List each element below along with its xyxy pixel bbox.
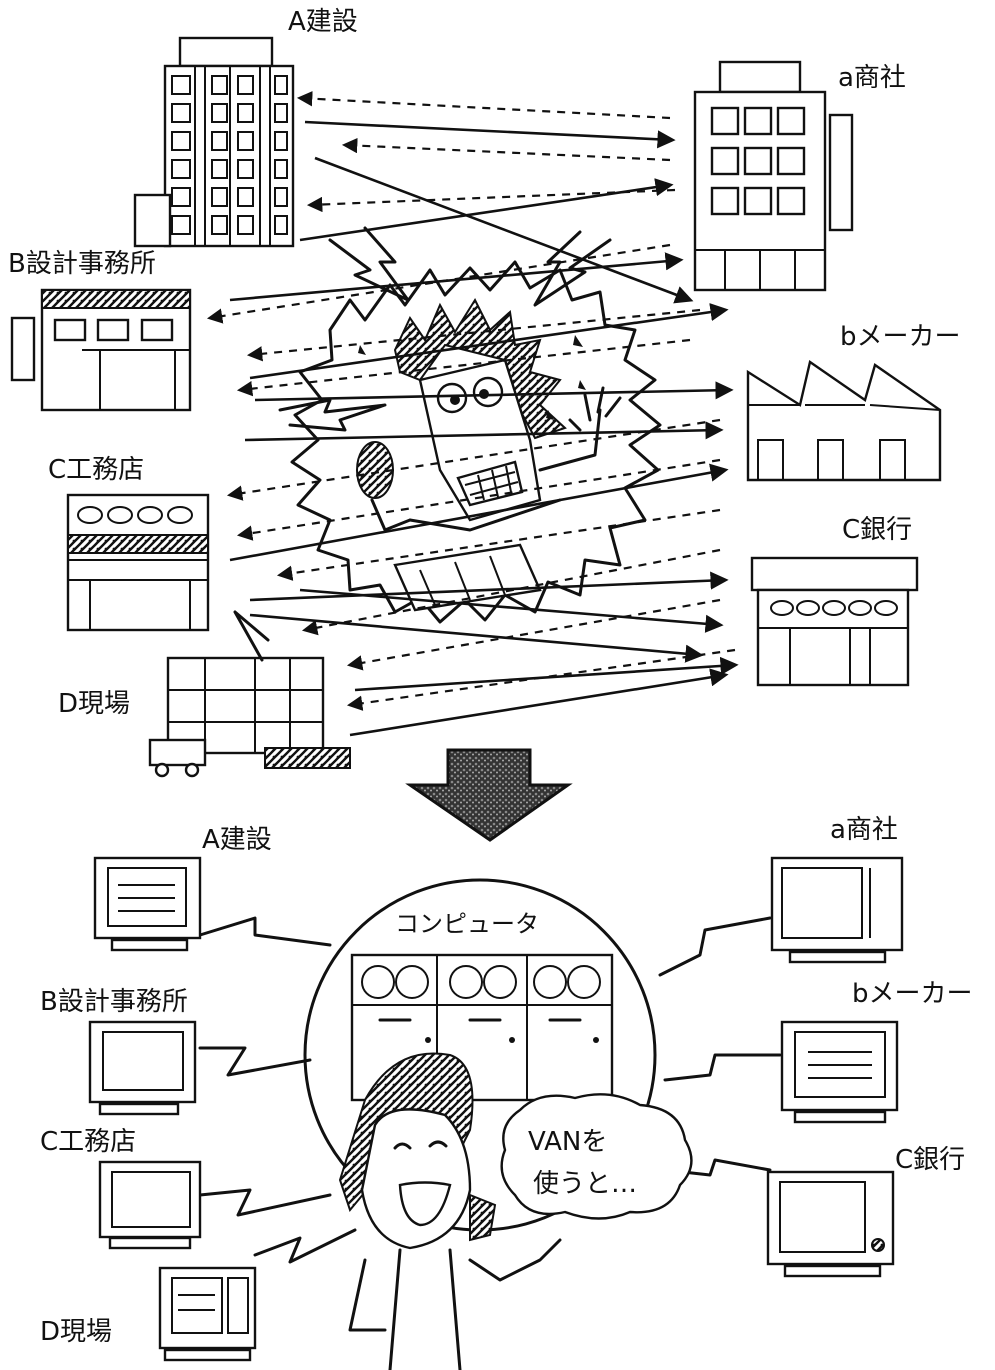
top-label-c-contractor: C工務店 — [48, 455, 144, 485]
down-arrow-icon — [405, 748, 573, 842]
top-label-a-construction: A建設 — [288, 7, 358, 37]
b-design-office-building-icon — [10, 288, 192, 412]
communication-lines — [206, 90, 739, 737]
top-label-b-design-office: B設計事務所 — [8, 249, 156, 279]
bottom-label-b-design-office: B設計事務所 — [40, 987, 188, 1017]
happy-person-icon — [338, 1052, 562, 1370]
network-links — [198, 916, 782, 1264]
speech-bubble: VANを 使うと… — [500, 1093, 693, 1220]
crt-terminal-icon — [780, 1020, 899, 1124]
crt-terminal-icon — [88, 1020, 197, 1116]
stress-burst — [290, 260, 662, 624]
speech-bubble-line2: 使うと… — [533, 1169, 637, 1199]
stressed-person-icon — [356, 297, 622, 612]
bottom-label-c-contractor: C工務店 — [40, 1127, 136, 1157]
top-label-c-bank: C銀行 — [842, 515, 912, 545]
c-contractor-shop-icon — [66, 493, 210, 632]
b-maker-factory-icon — [746, 360, 942, 482]
crt-terminal-icon — [158, 1266, 257, 1362]
bottom-section: コンピュータ VANを 使うと… A建設 — [40, 815, 973, 1370]
bottom-label-c-bank: C銀行 — [895, 1145, 965, 1175]
bottom-label-a-trading: a商社 — [830, 815, 898, 845]
d-site-construction-icon — [148, 610, 351, 778]
top-label-a-trading: a商社 — [838, 63, 906, 93]
crt-terminal-icon — [93, 856, 202, 952]
lightning-icon — [533, 230, 612, 307]
top-section: A建設 a商社 B設計事務所 — [8, 7, 961, 778]
speech-bubble-line1: VANを — [528, 1127, 607, 1157]
crt-terminal-icon — [98, 1160, 202, 1250]
bottom-label-d-site: D現場 — [40, 1317, 112, 1347]
top-label-d-site: D現場 — [58, 689, 130, 719]
lightning-icon — [278, 398, 387, 432]
crt-terminal-icon — [766, 1170, 895, 1278]
a-construction-building-icon — [133, 36, 295, 248]
top-label-b-maker: bメーカー — [840, 322, 961, 352]
bottom-label-a-construction: A建設 — [202, 825, 272, 855]
crt-terminal-icon — [770, 856, 904, 964]
c-bank-building-icon — [750, 556, 919, 687]
lightning-icon — [328, 226, 410, 302]
mainframe-computer-icon — [350, 953, 614, 1102]
a-trading-building-icon — [693, 60, 854, 292]
bottom-label-b-maker: bメーカー — [852, 979, 973, 1009]
computer-label: コンピュータ — [395, 910, 539, 938]
